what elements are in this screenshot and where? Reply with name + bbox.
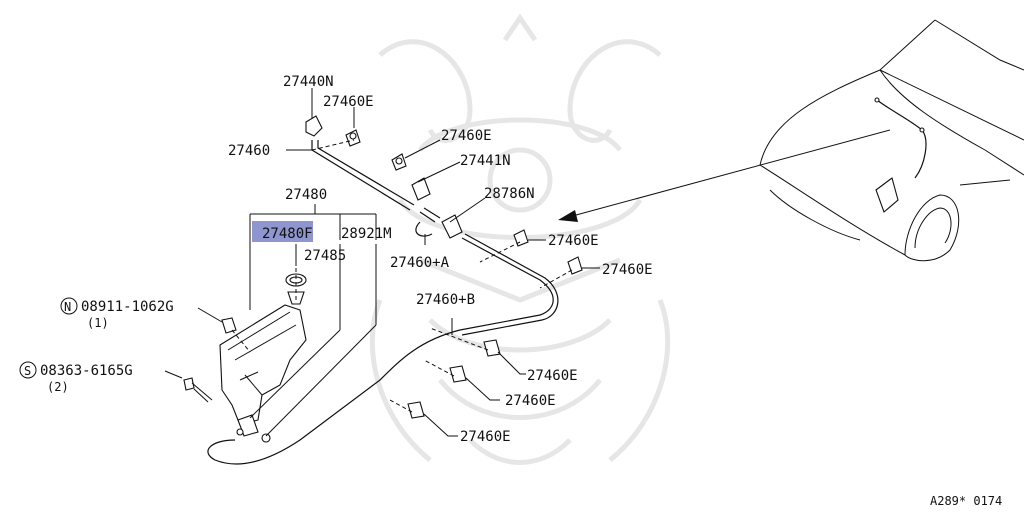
watermark-emblem bbox=[369, 13, 671, 465]
clip-27460E-c bbox=[513, 229, 529, 247]
symbol-N: N bbox=[64, 300, 71, 314]
nut-08911 bbox=[221, 317, 237, 334]
label-27480F: 27480F bbox=[262, 226, 313, 242]
clip-27460E-b bbox=[391, 153, 407, 171]
leader-lines bbox=[164, 88, 600, 437]
label-27460E-top: 27460E bbox=[323, 94, 374, 110]
label-08363-6165G: 08363-6165G bbox=[40, 363, 133, 379]
label-27460E-5: 27460E bbox=[527, 368, 578, 384]
clip-27460E-g bbox=[407, 401, 425, 419]
clip-27460E-f bbox=[449, 365, 467, 383]
reference-arrow bbox=[558, 129, 891, 222]
symbol-circle-N bbox=[60, 297, 78, 315]
valve-27441N bbox=[411, 177, 431, 201]
hose-27460A bbox=[415, 221, 433, 237]
label-27480: 27480 bbox=[285, 187, 327, 203]
clip-27460E-e bbox=[483, 339, 501, 357]
label-27460E-2: 27460E bbox=[441, 128, 492, 144]
symbol-S: S bbox=[24, 364, 31, 378]
label-27440N: 27440N bbox=[283, 74, 334, 90]
label-27460: 27460 bbox=[228, 143, 270, 159]
bolt-08363 bbox=[183, 377, 213, 403]
callout-27480F-highlighted: 27480F bbox=[252, 221, 313, 242]
label-27460E-3: 27460E bbox=[548, 233, 599, 249]
label-27460E-6: 27460E bbox=[505, 393, 556, 409]
part-labels: 27440N 27460E 27460 27460E 27441N 28786N… bbox=[19, 74, 1002, 508]
washer-tank bbox=[219, 273, 307, 443]
clip-27460E-a bbox=[345, 129, 361, 147]
symbol-circle-S bbox=[19, 361, 37, 379]
connector-28786N bbox=[441, 214, 463, 239]
label-27460E-4: 27460E bbox=[602, 262, 653, 278]
label-27460A: 27460+A bbox=[390, 255, 450, 271]
label-27460B: 27460+B bbox=[416, 292, 475, 308]
label-27460E-7: 27460E bbox=[460, 429, 511, 445]
label-27441N: 27441N bbox=[460, 153, 511, 169]
label-28786N: 28786N bbox=[484, 186, 535, 202]
reference-code: A289* 0174 bbox=[930, 494, 1002, 508]
label-28921M: 28921M bbox=[341, 226, 392, 242]
highlight-box bbox=[252, 221, 313, 242]
qty-08363: (2) bbox=[47, 380, 69, 394]
qty-08911: (1) bbox=[87, 316, 109, 330]
label-27485: 27485 bbox=[304, 248, 346, 264]
nozzle-27440N bbox=[305, 112, 323, 137]
vehicle-outline bbox=[759, 19, 1024, 262]
label-08911-1062G: 08911-1062G bbox=[81, 299, 174, 315]
